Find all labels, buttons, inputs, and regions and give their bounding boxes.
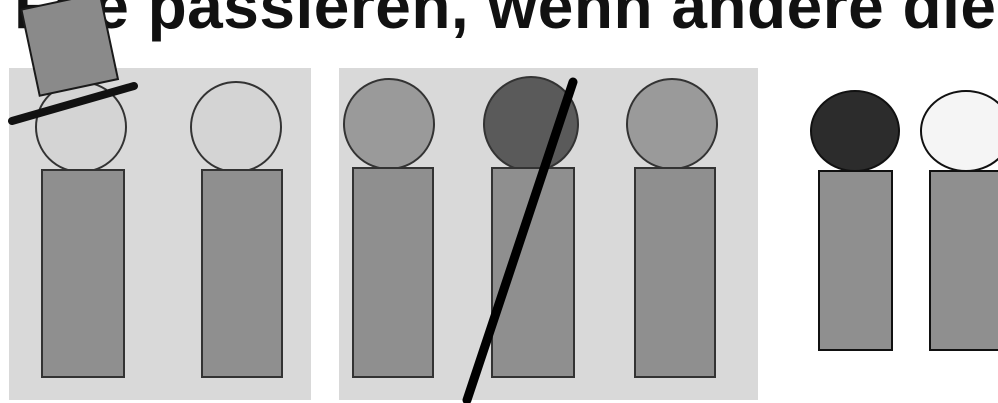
figure-body (930, 171, 998, 350)
figure-head (921, 91, 998, 171)
figure-head (627, 79, 717, 169)
figure-head (484, 77, 578, 171)
figure-group-2 (339, 68, 758, 400)
figure-body (353, 168, 433, 377)
figure-head (344, 79, 434, 169)
group-2-figure-1 (344, 79, 434, 377)
group-3-figure-2 (921, 91, 998, 350)
top-hat-icon (21, 0, 118, 96)
figure-body (202, 170, 282, 377)
figure-group-1 (9, 0, 311, 400)
group-2-figure-3 (627, 79, 717, 377)
figure-body (42, 170, 124, 377)
top-hat-crown (21, 0, 118, 96)
figure-body (635, 168, 715, 377)
figure-head (191, 82, 281, 172)
figure-group-3 (811, 91, 998, 350)
figure-head (811, 91, 899, 171)
figure-body (819, 171, 892, 350)
group-3-figure-1 (811, 91, 899, 350)
group-1-figure-2 (191, 82, 282, 377)
